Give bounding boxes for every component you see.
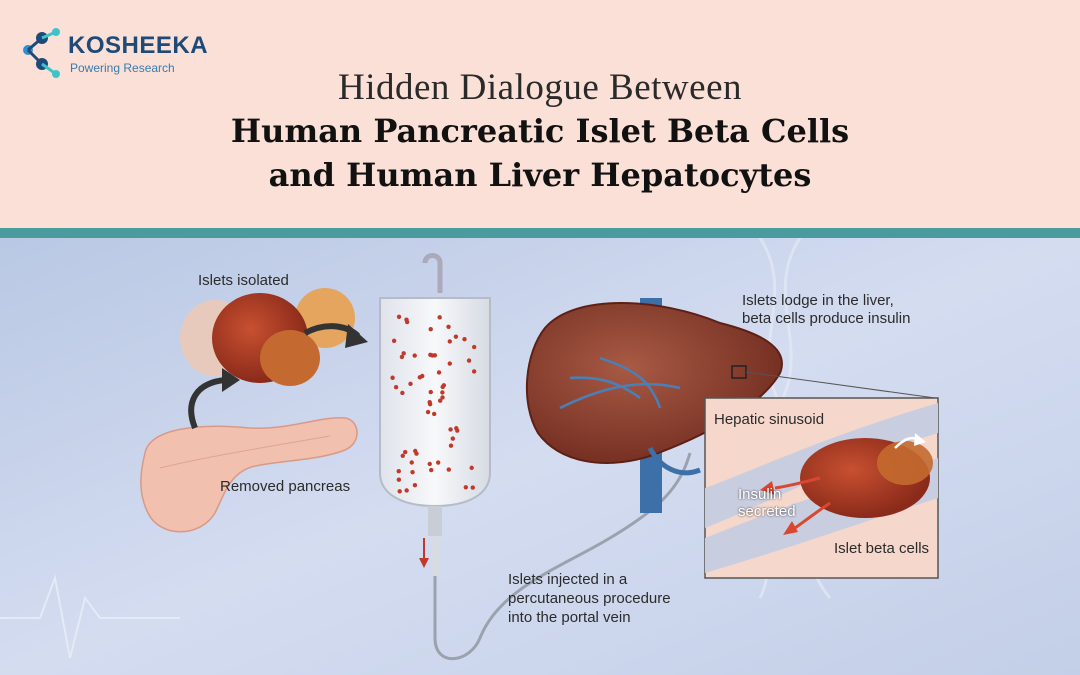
label-islets-lodge-1: Islets lodge in the liver,: [742, 292, 894, 310]
title-line-2: Human Pancreatic Islet Beta Cells: [0, 112, 1080, 150]
label-injected-3: into the portal vein: [508, 609, 631, 627]
islet-dot: [437, 315, 441, 319]
islet-dot: [428, 462, 432, 466]
islet-dot: [429, 327, 433, 331]
brand-name: KOSHEEKA: [68, 32, 208, 60]
islet-dot: [449, 444, 453, 448]
islet-dot: [472, 369, 476, 373]
label-hepatic-sinusoid: Hepatic sinusoid: [714, 411, 824, 428]
islet-dot: [426, 410, 430, 414]
islet-dot: [471, 485, 475, 489]
islet-dot: [437, 370, 441, 374]
islet-dot: [430, 353, 434, 357]
islet-dot: [413, 483, 417, 487]
islet-dot: [413, 353, 417, 357]
label-removed-pancreas: Removed pancreas: [220, 478, 350, 496]
islet-dot: [392, 339, 396, 343]
label-islets-isolated: Islets isolated: [198, 272, 289, 290]
diagram-scene: Islets isolated Removed pancreas Islets …: [0, 238, 1080, 675]
islet-dot: [470, 466, 474, 470]
label-insulin-1: Insulin: [738, 486, 781, 503]
divider-band: [0, 228, 1080, 238]
islet-dot: [464, 485, 468, 489]
islet-dot: [446, 325, 450, 329]
label-injected-1: Islets injected in a: [508, 571, 627, 589]
label-injected-2: percutaneous procedure: [508, 590, 671, 608]
islet-dot: [400, 391, 404, 395]
islet-dot: [397, 489, 401, 493]
islet-dot: [410, 460, 414, 464]
islet-dot: [403, 450, 407, 454]
title-line-3: and Human Liver Hepatocytes: [0, 156, 1080, 194]
islet-dot: [427, 400, 431, 404]
islet-dot: [440, 390, 444, 394]
islet-dot: [413, 449, 417, 453]
islet-dot: [467, 358, 471, 362]
islet-dot: [447, 467, 451, 471]
islet-dot: [462, 337, 466, 341]
islet-dot: [448, 361, 452, 365]
islet-dot: [429, 468, 433, 472]
islet-dot: [454, 335, 458, 339]
islet-dot: [397, 469, 401, 473]
islet-dot: [451, 436, 455, 440]
islet-dot: [410, 470, 414, 474]
islet-dot: [440, 395, 444, 399]
islet-dot: [448, 427, 452, 431]
islet-dot: [401, 454, 405, 458]
islet-dot: [408, 382, 412, 386]
islet-dot: [454, 426, 458, 430]
islet-dot: [436, 460, 440, 464]
islet-dot: [397, 315, 401, 319]
islet-dot: [429, 390, 433, 394]
islet-dot: [394, 385, 398, 389]
islet-dot: [448, 339, 452, 343]
islet-dot: [442, 383, 446, 387]
islet-dot: [472, 345, 476, 349]
label-insulin-2: secreted: [738, 503, 796, 520]
label-islets-lodge-2: beta cells produce insulin: [742, 310, 910, 328]
islet-dot: [432, 412, 436, 416]
islet-dot: [401, 351, 405, 355]
label-islet-beta-cells: Islet beta cells: [834, 540, 929, 557]
islet-dot: [418, 375, 422, 379]
islet-dot: [397, 478, 401, 482]
islet-dot: [404, 488, 408, 492]
title-line-1: Hidden Dialogue Between: [0, 66, 1080, 109]
header-banner: KOSHEEKA Powering Research Hidden Dialog…: [0, 0, 1080, 228]
islet-dot: [390, 376, 394, 380]
islet-dot: [404, 318, 408, 322]
